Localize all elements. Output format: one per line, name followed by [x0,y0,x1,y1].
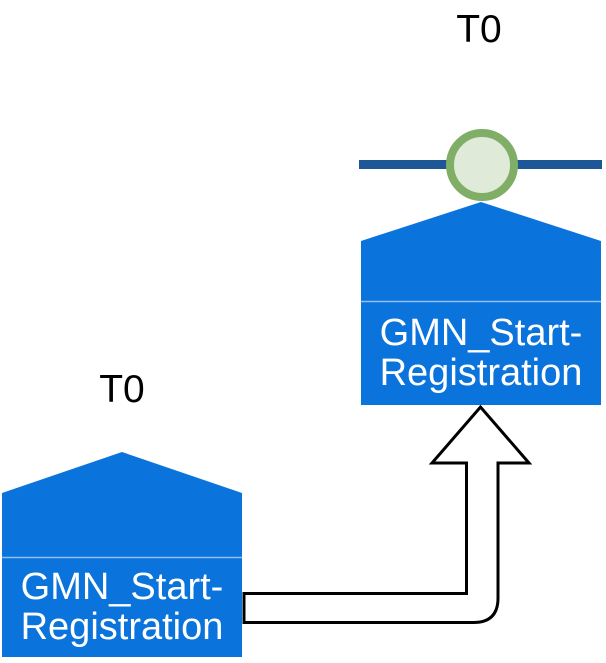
process-label-left: GMN_Start- Registration [2,557,242,657]
process-shape-left [2,452,242,657]
process-label-right-line1: GMN_Start- [379,312,583,354]
process-label-left-line1: GMN_Start- [20,566,224,608]
t0-label-right: T0 [456,8,502,51]
process-label-right-line2: Registration [379,352,583,394]
process-shape-right [361,202,601,405]
process-label-right: GMN_Start- Registration [361,301,601,405]
process-label-left-line2: Registration [20,606,224,648]
t0-label-left: T0 [99,368,145,411]
milestone-event-circle [446,129,518,201]
connector-arrow [242,404,533,624]
